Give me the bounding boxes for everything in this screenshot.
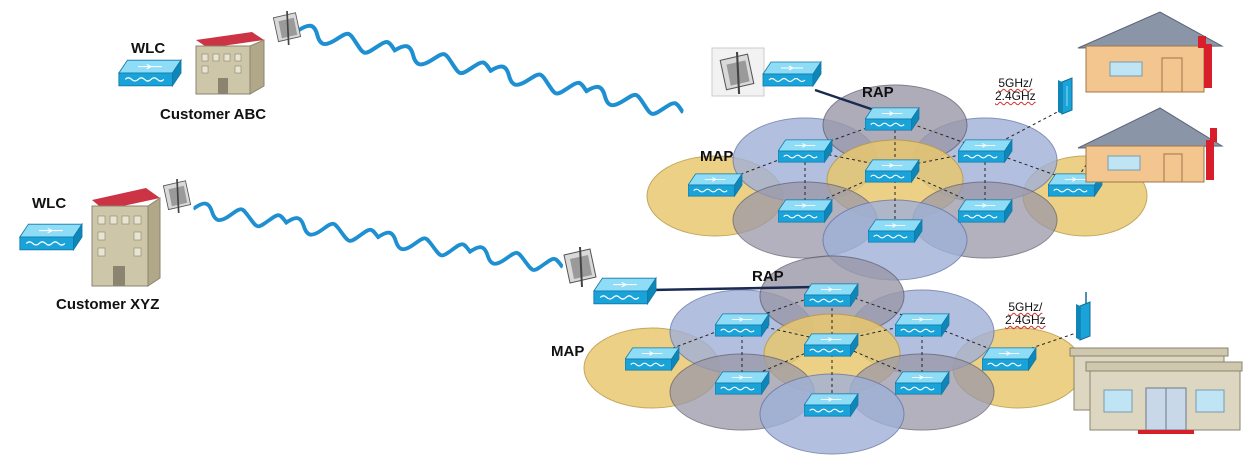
map-access-point — [715, 371, 770, 395]
map-label-top: MAP — [700, 148, 734, 165]
map-access-point — [804, 333, 859, 357]
rap-label-top: RAP — [862, 84, 894, 101]
customer-xyz-label: Customer XYZ — [56, 296, 160, 313]
house-middle — [1077, 107, 1224, 183]
wlc-label-xyz: WLC — [32, 195, 67, 212]
map-access-point — [958, 139, 1013, 163]
map-access-point — [688, 173, 743, 197]
customer-abc-site — [118, 32, 265, 95]
wlc-label-abc: WLC — [131, 40, 166, 57]
map-access-point — [958, 199, 1013, 223]
customer-abc-label: Customer ABC — [160, 106, 267, 123]
root-switch-bottom — [593, 277, 657, 305]
map-access-point — [868, 219, 923, 243]
wlc-switch-abc — [118, 59, 182, 87]
map-access-point — [865, 159, 920, 183]
house-top — [1077, 11, 1224, 93]
dish-antenna-abc — [272, 10, 302, 46]
dish-antenna-xyz — [162, 178, 192, 214]
frequency-label-bottom-line1: 5GHz/ — [1008, 300, 1043, 314]
dish-antenna-rap-top — [711, 47, 765, 97]
frequency-label-top: 5GHz/ 2.4GHz — [995, 77, 1036, 103]
rap-access-point-top — [865, 107, 920, 131]
frequency-label-bottom: 5GHz/ 2.4GHz — [1005, 301, 1046, 327]
map-access-point — [778, 199, 833, 223]
building-xyz — [91, 188, 161, 287]
outdoor-ap-top — [1058, 77, 1073, 115]
map-access-point — [982, 347, 1037, 371]
root-switch-top — [762, 61, 822, 87]
backhaul-wave-abc — [296, 23, 685, 120]
customer-xyz-site — [19, 188, 161, 287]
map-access-point — [625, 347, 680, 371]
frequency-label-top-line2: 2.4GHz — [995, 89, 1036, 103]
map-access-point — [804, 393, 859, 417]
map-access-point — [715, 313, 770, 337]
rap-access-point-bottom — [804, 283, 859, 307]
map-access-point — [895, 371, 950, 395]
map-access-point — [778, 139, 833, 163]
dish-antenna-rap-bottom — [562, 246, 598, 288]
rap-label-bottom: RAP — [752, 268, 784, 285]
wlc-switch-xyz — [19, 223, 83, 251]
backhaul-wave-xyz — [192, 202, 564, 275]
map-label-bottom: MAP — [551, 343, 585, 360]
frequency-label-bottom-line2: 2.4GHz — [1005, 313, 1046, 327]
outdoor-ap-bottom — [1076, 292, 1091, 341]
shop-building — [1069, 347, 1243, 434]
map-access-point — [895, 313, 950, 337]
building-abc — [195, 32, 265, 95]
frequency-label-top-line1: 5GHz/ — [998, 76, 1033, 90]
